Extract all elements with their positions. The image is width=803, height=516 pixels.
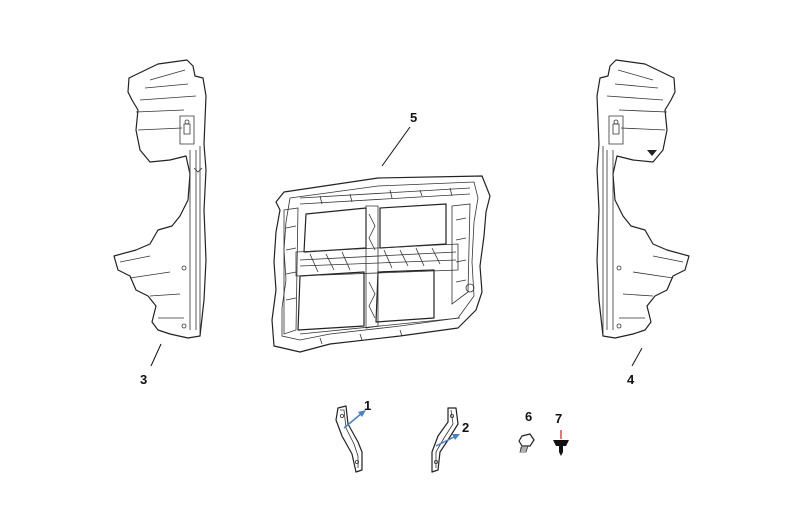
leader-line-4 xyxy=(631,347,643,367)
right-air-deflector-part[interactable] xyxy=(596,59,690,339)
left-bracket-part[interactable] xyxy=(335,405,363,473)
left-air-deflector-part[interactable] xyxy=(113,59,207,339)
callout-number-5: 5 xyxy=(410,110,418,125)
push-clip-part[interactable] xyxy=(553,430,569,456)
arrow-2 xyxy=(435,435,457,447)
right-bracket-part[interactable] xyxy=(431,407,459,473)
radiator-support-frame-part[interactable] xyxy=(271,175,491,353)
arrowhead-1 xyxy=(358,410,366,417)
arrow-1 xyxy=(343,412,363,429)
callout-number-1: 1 xyxy=(364,398,372,413)
callout-number-4: 4 xyxy=(627,372,635,387)
callout-number-3: 3 xyxy=(140,372,148,387)
leader-line-3 xyxy=(150,343,162,367)
callout-number-7: 7 xyxy=(555,411,563,426)
callout-number-2: 2 xyxy=(462,420,470,435)
arrowhead-2 xyxy=(452,434,460,440)
callout-number-6: 6 xyxy=(525,409,533,424)
leader-line-5 xyxy=(381,126,411,167)
bolt-part[interactable] xyxy=(518,433,535,453)
